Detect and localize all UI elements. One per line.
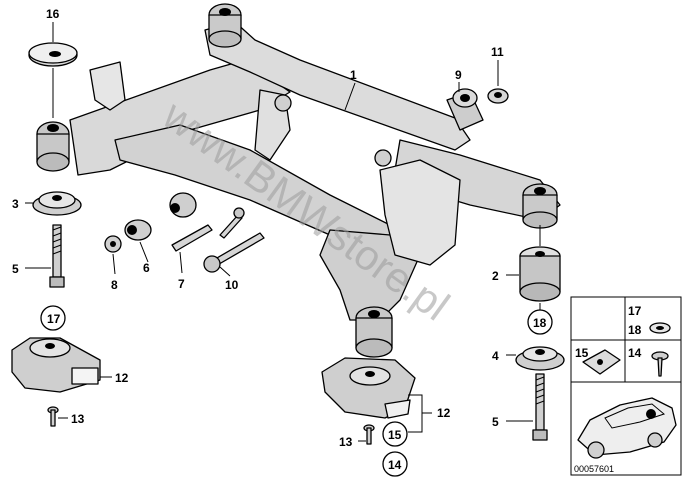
part-6-bushing <box>124 219 152 241</box>
label-15-circled: 15 <box>388 428 402 442</box>
label-4: 4 <box>492 349 499 363</box>
label-9: 9 <box>455 68 462 82</box>
part-13-screw-left <box>47 406 59 427</box>
label-16: 16 <box>46 7 60 21</box>
inset-label-15: 15 <box>575 346 589 360</box>
part-13-screw-center <box>363 424 375 445</box>
catalog-number: 00057601 <box>574 464 614 474</box>
label-1: 1 <box>350 68 357 82</box>
label-12-center: 12 <box>437 406 451 420</box>
part-bolt-diag <box>219 207 245 239</box>
label-3: 3 <box>12 197 19 211</box>
part-10-bolt <box>203 232 265 273</box>
label-5-left: 5 <box>12 262 19 276</box>
label-11: 11 <box>491 45 504 59</box>
label-17-circled: 17 <box>47 312 61 326</box>
part-3-washer <box>32 191 82 216</box>
inset-label-17: 17 <box>628 304 642 318</box>
part-5-bolt-left <box>49 224 65 288</box>
rear-axle-carrier <box>36 3 561 358</box>
label-10: 10 <box>225 278 239 292</box>
label-14-circled: 14 <box>388 458 402 472</box>
label-7: 7 <box>178 277 185 291</box>
label-13-center: 13 <box>339 435 353 449</box>
inset-panel <box>570 296 682 476</box>
part-12-mount-center <box>321 357 416 419</box>
part-12-mount-left <box>11 337 101 393</box>
part-7-stud <box>171 224 213 252</box>
part-9-bushing <box>446 88 484 131</box>
part-4-washer <box>515 346 565 371</box>
label-12-left: 12 <box>115 371 129 385</box>
label-5-right: 5 <box>492 415 499 429</box>
label-6: 6 <box>143 261 150 275</box>
part-2-rubber-bearing <box>519 246 561 302</box>
inset-label-18: 18 <box>628 323 642 337</box>
label-18-circled: 18 <box>533 316 547 330</box>
label-2: 2 <box>492 269 499 283</box>
part-16-rubber-stop <box>28 42 78 67</box>
label-8: 8 <box>111 278 118 292</box>
inset-label-14: 14 <box>628 346 642 360</box>
part-5-bolt-right <box>532 373 548 441</box>
part-8-nut <box>104 235 122 253</box>
label-13-left: 13 <box>71 412 85 426</box>
part-11-bushing <box>487 88 509 104</box>
